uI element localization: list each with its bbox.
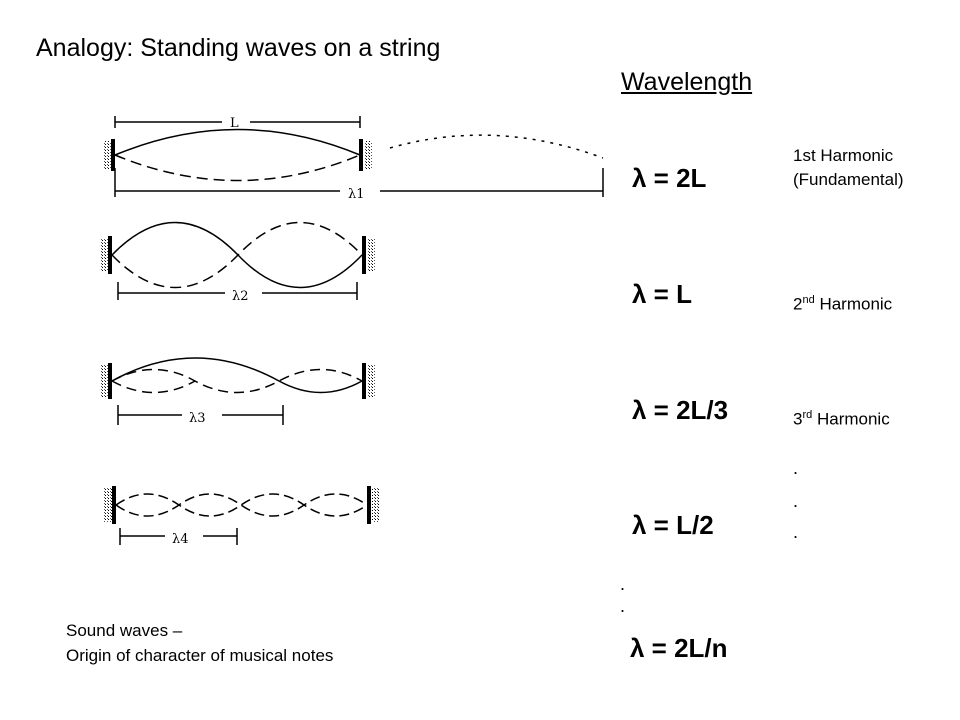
harmonic-1-name: 1st Harmonic xyxy=(793,146,894,165)
harmonic-1-subtitle: (Fundamental) xyxy=(793,170,904,189)
equation-harmonic-2: λ = L xyxy=(632,279,692,309)
caption-line-1: Sound waves – xyxy=(66,621,183,640)
caption: Sound waves – Origin of character of mus… xyxy=(66,618,333,668)
equation-general: λ = 2L/n xyxy=(630,633,728,663)
equation-harmonic-4: λ = L/2 xyxy=(632,510,714,540)
harmonic-2-number: 2 xyxy=(793,294,803,314)
ellipsis-dot: . xyxy=(793,491,799,511)
equation-harmonic-3: λ = 2L/3 xyxy=(632,395,729,425)
ellipsis-dot: . xyxy=(793,458,799,478)
harmonic-1-diagram xyxy=(103,116,604,197)
equation-harmonic-1: λ = 2L xyxy=(632,163,707,193)
harmonic-3-suffix: rd xyxy=(802,409,813,421)
lambda-2-label: λ2 xyxy=(232,289,249,304)
harmonic-1-label: 1st Harmonic (Fundamental) xyxy=(793,144,904,192)
harmonic-2-text: Harmonic xyxy=(814,294,893,314)
caption-line-2: Origin of character of musical notes xyxy=(66,646,334,665)
harmonic-4-diagram xyxy=(104,486,380,545)
wavelength-heading: Wavelength xyxy=(621,68,753,96)
slide-title: Analogy: Standing waves on a string xyxy=(36,34,441,62)
harmonic-2-diagram xyxy=(100,221,375,300)
ellipsis-dot: . xyxy=(620,596,626,616)
harmonic-2-label: 2nd Harmonic xyxy=(793,288,892,317)
lambda-3-label: λ3 xyxy=(189,411,206,426)
harmonic-3-label: 3rd Harmonic xyxy=(793,403,890,432)
harmonic-3-number: 3 xyxy=(793,409,803,429)
ellipsis-dot: . xyxy=(620,574,626,594)
harmonic-2-suffix: nd xyxy=(802,294,815,306)
length-label: L xyxy=(230,116,239,131)
harmonic-3-text: Harmonic xyxy=(812,409,890,429)
lambda-4-label: λ4 xyxy=(172,532,189,547)
lambda-1-label: λ1 xyxy=(348,187,365,202)
harmonic-3-diagram xyxy=(100,357,375,425)
ellipsis-dot: . xyxy=(793,522,799,542)
